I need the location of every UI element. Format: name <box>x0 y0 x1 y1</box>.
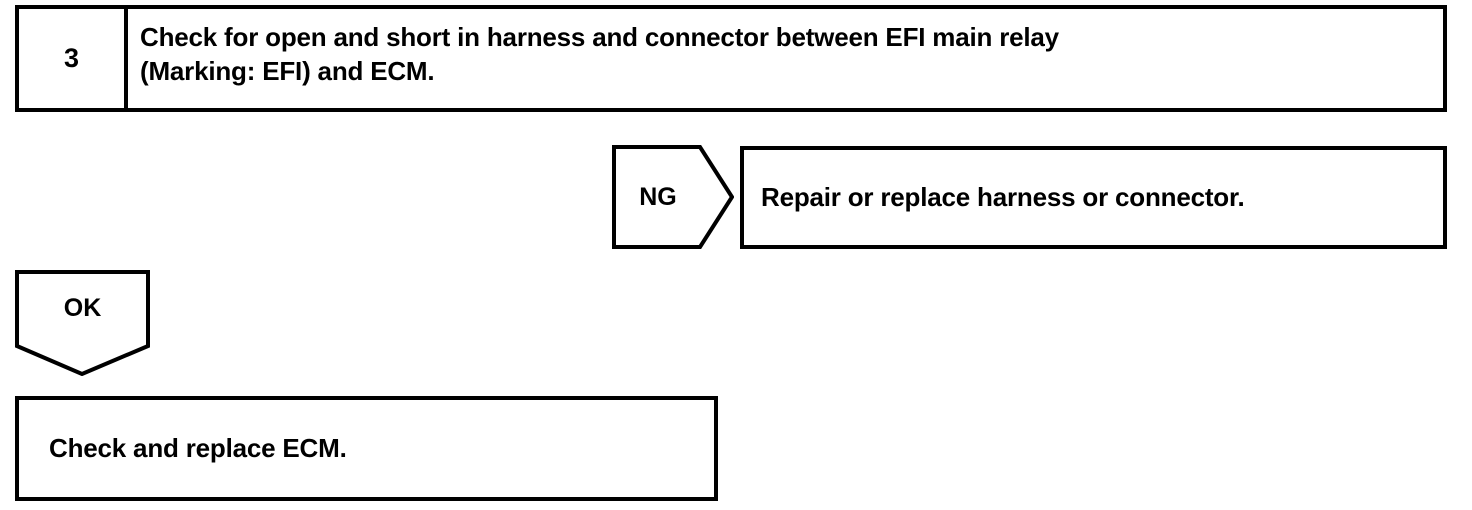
arrow-right-icon <box>612 145 734 249</box>
ok-branch-label: OK <box>63 293 102 322</box>
ng-result-text: Repair or replace harness or connector. <box>761 182 1245 212</box>
step-instruction-line-1: Check for open and short in harness and … <box>140 22 1059 52</box>
ok-result-text: Check and replace ECM. <box>49 433 347 463</box>
ok-branch-arrow: OK <box>15 270 150 376</box>
step-instruction-cell: Check for open and short in harness and … <box>128 9 1443 108</box>
step-number-cell: 3 <box>19 9 128 108</box>
ng-branch-arrow: NG <box>612 145 734 249</box>
step-row: 3 Check for open and short in harness an… <box>15 5 1447 112</box>
step-number: 3 <box>63 43 80 73</box>
ng-branch-label: NG <box>639 182 677 211</box>
ng-result-box: Repair or replace harness or connector. <box>740 146 1447 249</box>
arrow-down-icon <box>15 270 150 376</box>
ok-result-box: Check and replace ECM. <box>15 396 718 501</box>
step-instruction-line-2: (Marking: EFI) and ECM. <box>140 55 435 86</box>
